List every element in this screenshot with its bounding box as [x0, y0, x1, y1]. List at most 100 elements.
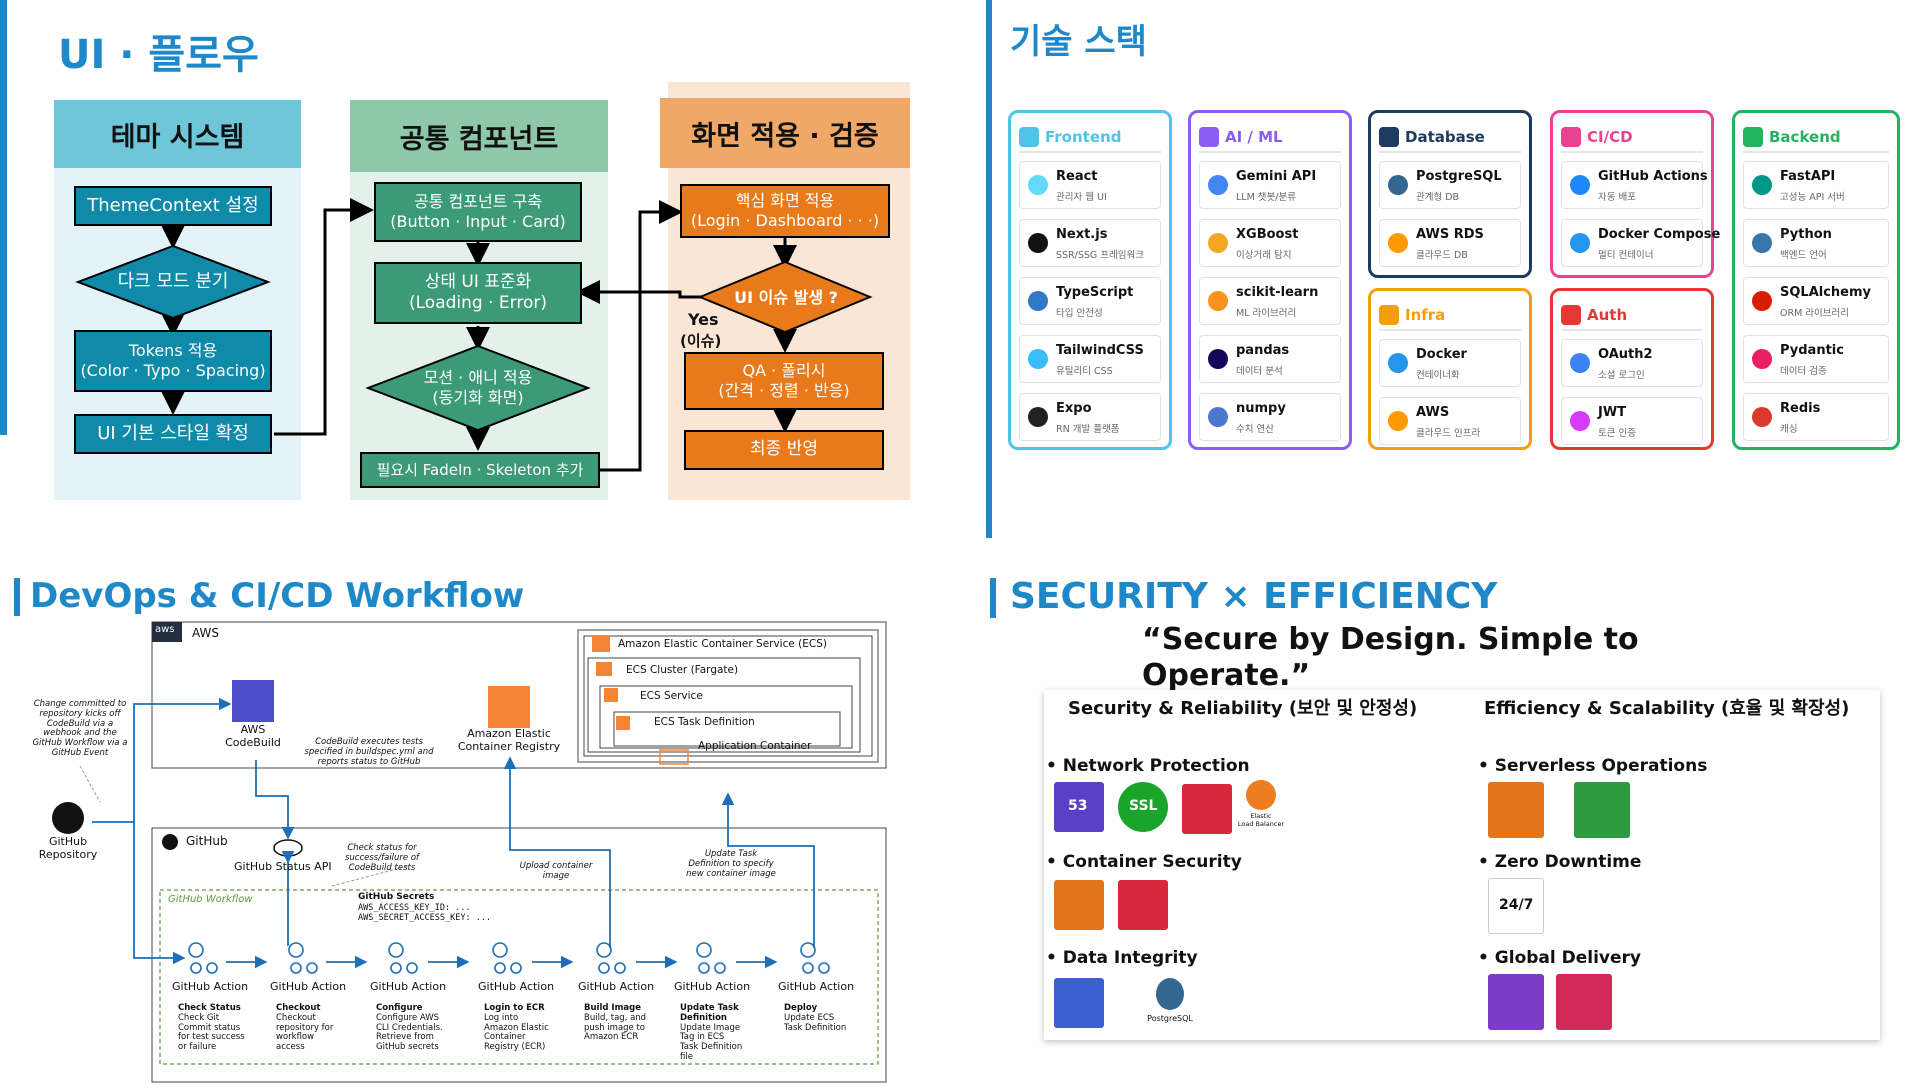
- secrets-lines: AWS_ACCESS_KEY_ID: ... AWS_SECRET_ACCESS…: [358, 903, 492, 923]
- tech-logo-icon: [1570, 353, 1590, 373]
- tech-card-title: Auth: [1587, 306, 1628, 324]
- theme-column-header: 테마 시스템: [54, 100, 301, 168]
- pg-elephant: [1156, 978, 1184, 1010]
- step-title: Build Image: [584, 1003, 642, 1013]
- tech-item-name: pandas: [1236, 343, 1290, 358]
- security-left-head: Security & Reliability (보안 및 안정성): [1068, 698, 1418, 719]
- motion-diamond: [365, 344, 591, 432]
- ui-style-box: UI 기본 스타일 확정: [74, 414, 272, 454]
- tech-card-header: Auth: [1561, 301, 1703, 331]
- upload-note: Upload container image: [519, 861, 593, 881]
- theme-context-box: ThemeContext 설정: [74, 186, 272, 226]
- step-desc: Checkout repository for workflow access: [276, 1012, 334, 1053]
- ui-issue-diamond: [697, 260, 873, 334]
- ui-flow-title: UI · 플로우: [58, 32, 259, 78]
- tech-item-desc: 데이터 검증: [1780, 366, 1827, 377]
- step-desc: Update ECS Task Definition: [784, 1012, 847, 1033]
- tech-item-desc: 이상거래 탐지: [1236, 250, 1292, 261]
- github-action-label: GitHub Action: [370, 980, 447, 993]
- security-accent-bar: [990, 578, 996, 618]
- tech-item-desc: 백엔드 언어: [1780, 250, 1827, 261]
- tech-logo-icon: [1388, 353, 1408, 373]
- tech-card-header: Infra: [1379, 301, 1521, 331]
- state-ui-box: 상태 UI 표준화 (Loading · Error): [374, 262, 582, 324]
- change-note: Change committed to repository kicks off…: [32, 699, 128, 758]
- ecs-container-icon: [1054, 880, 1104, 930]
- tech-logo-icon: [1028, 349, 1048, 369]
- rds-icon: [1054, 978, 1104, 1028]
- dark-mode-label: 다크 모드 분기: [117, 270, 229, 292]
- github-action-label: GitHub Action: [172, 980, 249, 993]
- ui-flow-panel: UI · 플로우 테마 시스템 공통 컴포넌트 화면 적용 · 검증 Theme…: [0, 0, 980, 540]
- tech-logo-icon: [1570, 411, 1590, 431]
- github-label: GitHub: [186, 834, 228, 848]
- tech-item-desc: 컨테이너화: [1416, 370, 1460, 381]
- step-title: Checkout: [276, 1003, 321, 1013]
- tech-card-title: Infra: [1405, 306, 1446, 324]
- tech-logo-icon: [1208, 291, 1228, 311]
- tech-item-name: numpy: [1236, 401, 1286, 416]
- postgresql-icon: PostgreSQL: [1140, 976, 1200, 1030]
- devops-diagram: [52, 621, 887, 1083]
- core-screen-box: 핵심 화면 적용 (Login · Dashboard · · ·): [680, 184, 890, 238]
- motion-label: 모션 · 애니 적용 (동기화 화면): [423, 368, 533, 407]
- github-action-label: GitHub Action: [478, 980, 555, 993]
- elb-dot: [1246, 780, 1276, 810]
- tech-item-desc: 유틸리티 CSS: [1056, 366, 1113, 377]
- tech-item-desc: RN 개발 플랫폼: [1056, 424, 1120, 435]
- codebuild-label: AWS CodeBuild: [225, 723, 281, 749]
- ecs-label: Amazon Elastic Container Service (ECS): [618, 638, 827, 650]
- step-desc: Update Image Tag in ECS Task Definition …: [680, 1022, 743, 1062]
- dark-mode-diamond: [75, 244, 271, 320]
- tech-item-name: Pydantic: [1780, 343, 1844, 358]
- network-protection: • Network Protection: [1046, 756, 1250, 776]
- tech-item: Docker 컨테이너화: [1379, 339, 1521, 387]
- ecr-label: Amazon Elastic Container Registry: [457, 727, 561, 753]
- update-note: Update Task Definition to specify new co…: [686, 849, 776, 879]
- github-action-label: GitHub Action: [674, 980, 751, 993]
- tech-logo-icon: [1028, 291, 1048, 311]
- tech-logo-icon: [1388, 233, 1408, 253]
- ui-flow-connectors: [75, 198, 873, 472]
- tech-item-name: Docker: [1416, 347, 1467, 362]
- tech-item-name: TypeScript: [1056, 285, 1134, 300]
- service-label: ECS Service: [640, 690, 703, 702]
- step-title: Check Status: [178, 1003, 241, 1013]
- tech-item-desc: 타입 안전성: [1056, 308, 1103, 319]
- tech-item-name: XGBoost: [1236, 227, 1299, 242]
- tech-stack-title: 기술 스택: [1010, 22, 1147, 62]
- tech-item-name: Gemini API: [1236, 169, 1317, 184]
- tech-item-name: GitHub Actions: [1598, 169, 1708, 184]
- step-desc: Log into Amazon Elastic Container Regist…: [484, 1012, 549, 1053]
- codebuild-note: CodeBuild executes tests specified in bu…: [304, 737, 434, 767]
- tech-logo-icon: [1570, 233, 1590, 253]
- step-title: Login to ECR: [484, 1003, 545, 1013]
- tech-logo-icon: [1388, 411, 1408, 431]
- category-icon: [1379, 127, 1399, 147]
- tech-logo-icon: [1752, 291, 1772, 311]
- tech-card-header: AI / ML: [1199, 123, 1341, 153]
- tech-item-name: Next.js: [1056, 227, 1108, 242]
- taskdef-label: ECS Task Definition: [654, 716, 755, 728]
- tech-item-name: AWS: [1416, 405, 1450, 420]
- devops-panel: DevOps & CI/CD Workflow: [0, 570, 940, 1088]
- cluster-label: ECS Cluster (Fargate): [626, 664, 739, 676]
- data-integrity: • Data Integrity: [1046, 948, 1198, 968]
- tech-logo-icon: [1752, 349, 1772, 369]
